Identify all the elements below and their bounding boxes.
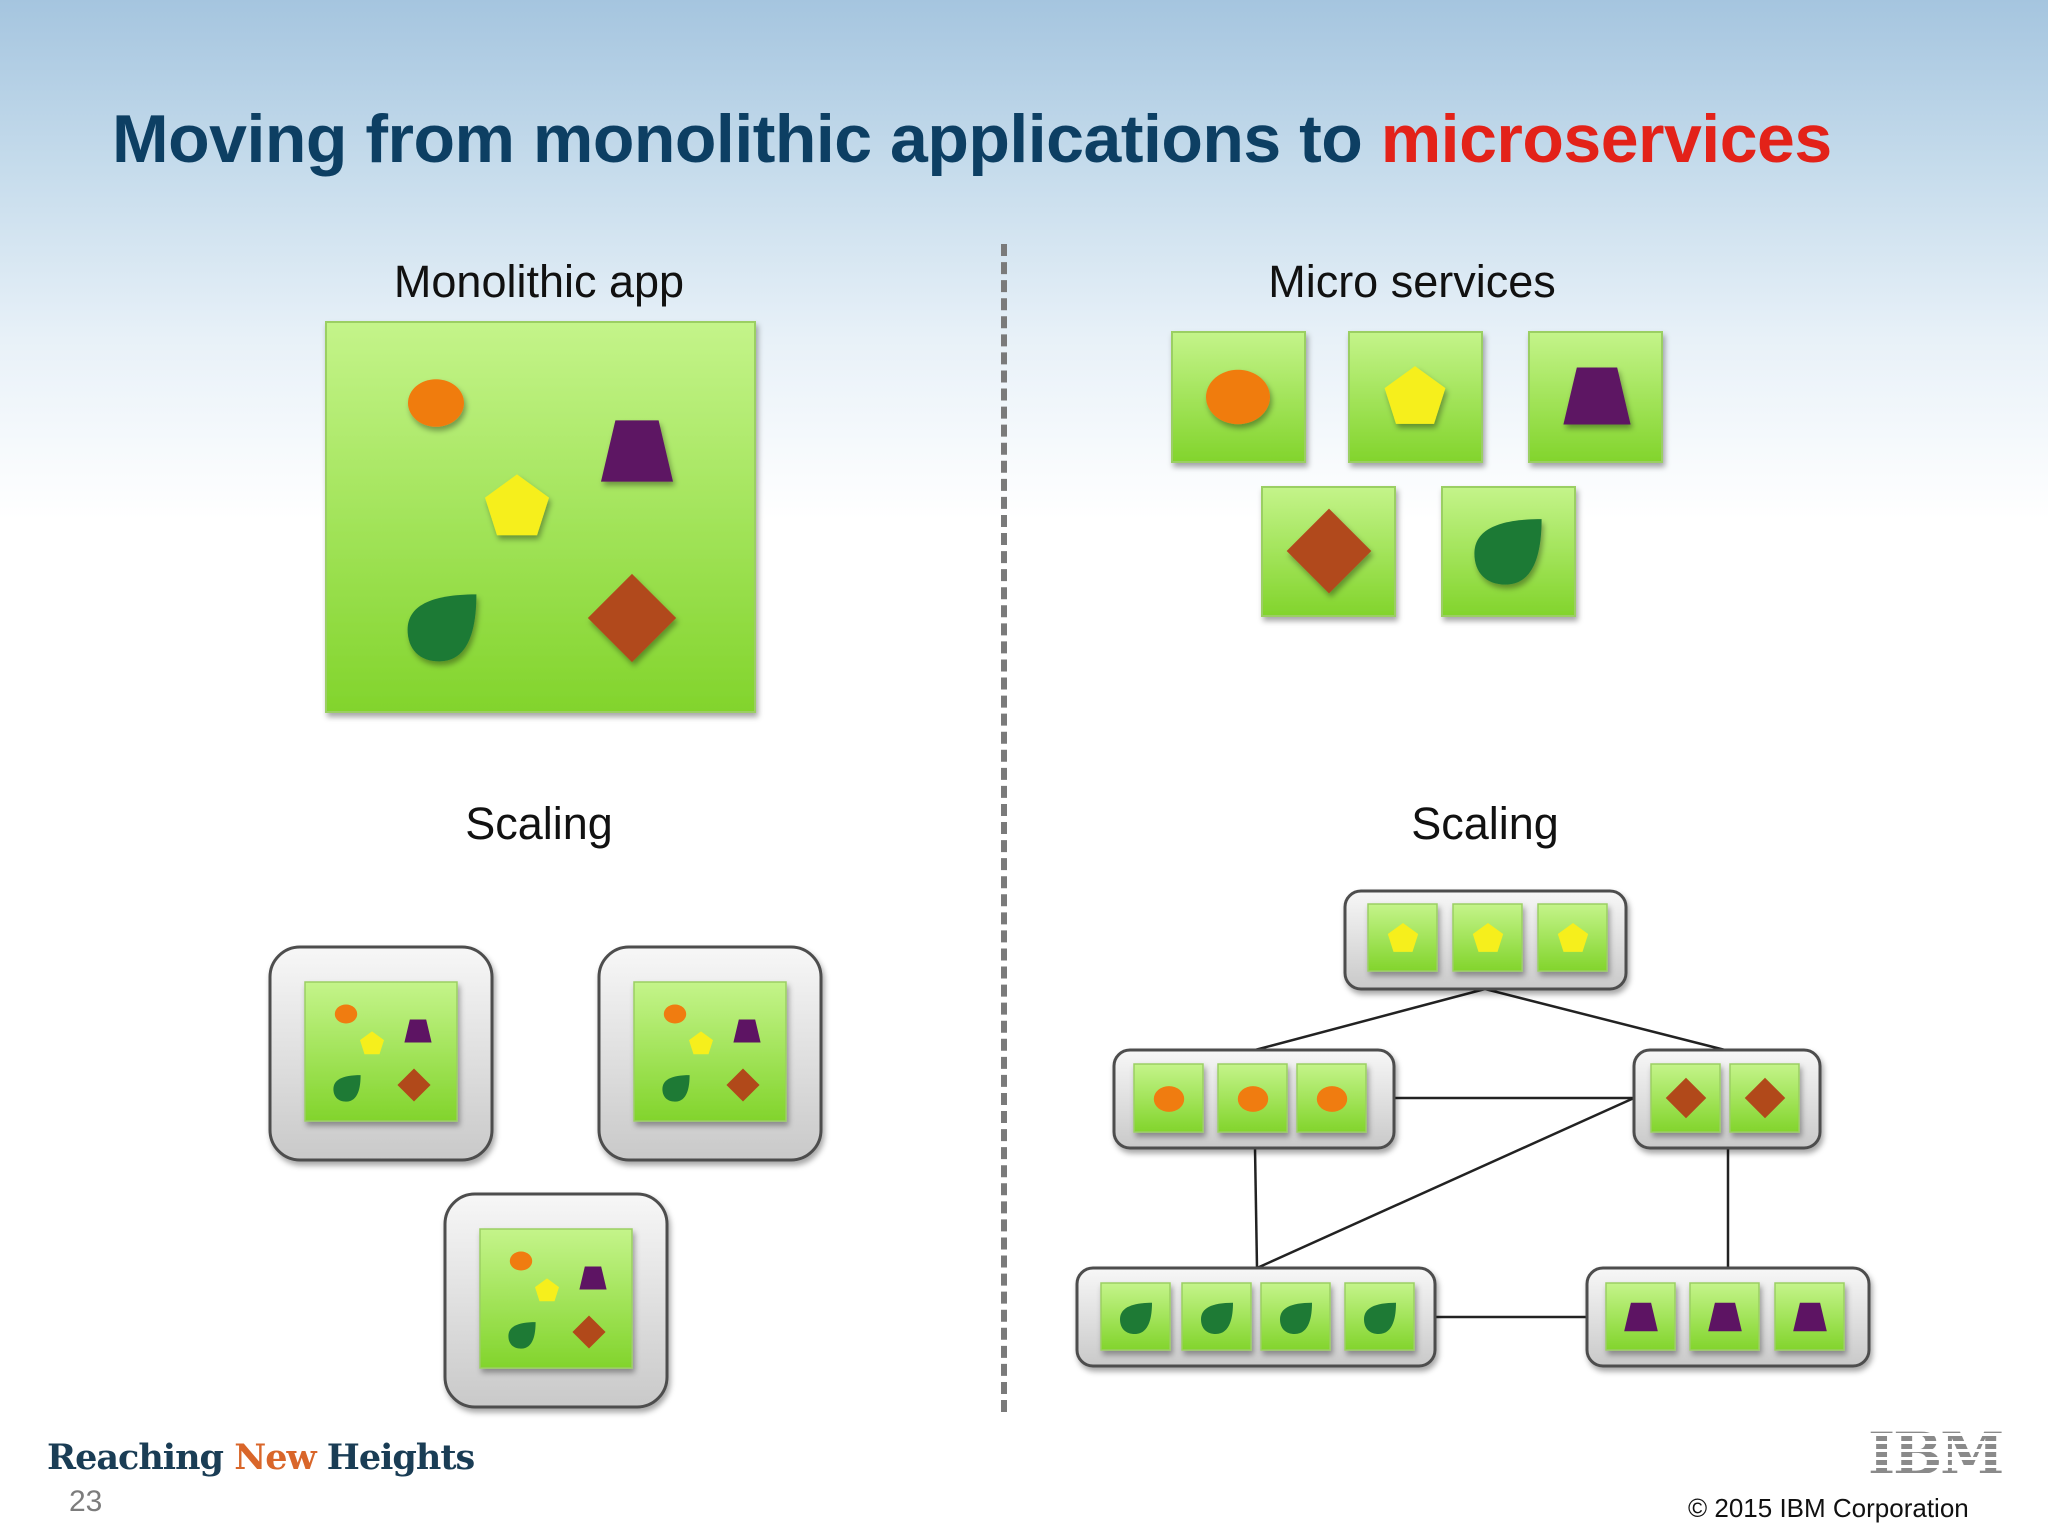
service-box-circle xyxy=(1171,331,1306,463)
service-box-diamond xyxy=(1261,486,1396,617)
page-number: 23 xyxy=(69,1485,103,1518)
copyright-notice: © 2015 IBM Corporation xyxy=(1688,1493,1969,1523)
tagline-part2: New xyxy=(234,1437,316,1478)
monolith-instance xyxy=(443,1192,669,1409)
microservices-scaling-heading: Scaling xyxy=(1411,798,1559,849)
circle-cluster xyxy=(1112,1048,1396,1150)
pentagon-cluster xyxy=(1343,889,1628,991)
title-main: Moving from monolithic applications to xyxy=(112,101,1381,177)
service-box-pentagon xyxy=(1348,331,1483,463)
monolithic-scaling-heading: Scaling xyxy=(465,798,613,849)
micro-services-heading: Micro services xyxy=(1268,256,1556,307)
ibm-logo: IBM xyxy=(1868,1420,2004,1488)
tagline-part3: Heights xyxy=(315,1437,475,1478)
monolith-scaling-group xyxy=(268,945,823,1409)
slide-title: Moving from monolithic applications to m… xyxy=(112,100,1832,178)
diamond-cluster xyxy=(1632,1048,1822,1150)
connection-lines xyxy=(1253,987,1730,1319)
monolithic-app-box xyxy=(325,321,756,713)
monolithic-app-heading: Monolithic app xyxy=(393,256,685,307)
service-box-trapezoid xyxy=(1528,331,1663,463)
trapezoid-cluster xyxy=(1585,1266,1871,1368)
monolith-instance xyxy=(597,945,823,1162)
service-box-leaf xyxy=(1441,486,1576,617)
title-highlight: microservices xyxy=(1380,101,1832,177)
micro-services-group xyxy=(1171,331,1663,617)
circle-icon xyxy=(408,379,464,427)
microservice-scaling-group xyxy=(1075,889,1871,1368)
circle-icon xyxy=(1206,369,1270,425)
leaf-cluster xyxy=(1075,1266,1437,1368)
monolith-instance xyxy=(268,945,494,1162)
tagline-part1: Reaching xyxy=(47,1437,235,1478)
brand-tagline: Reaching New Heights xyxy=(47,1437,475,1478)
dashed-divider xyxy=(1001,244,1007,1412)
